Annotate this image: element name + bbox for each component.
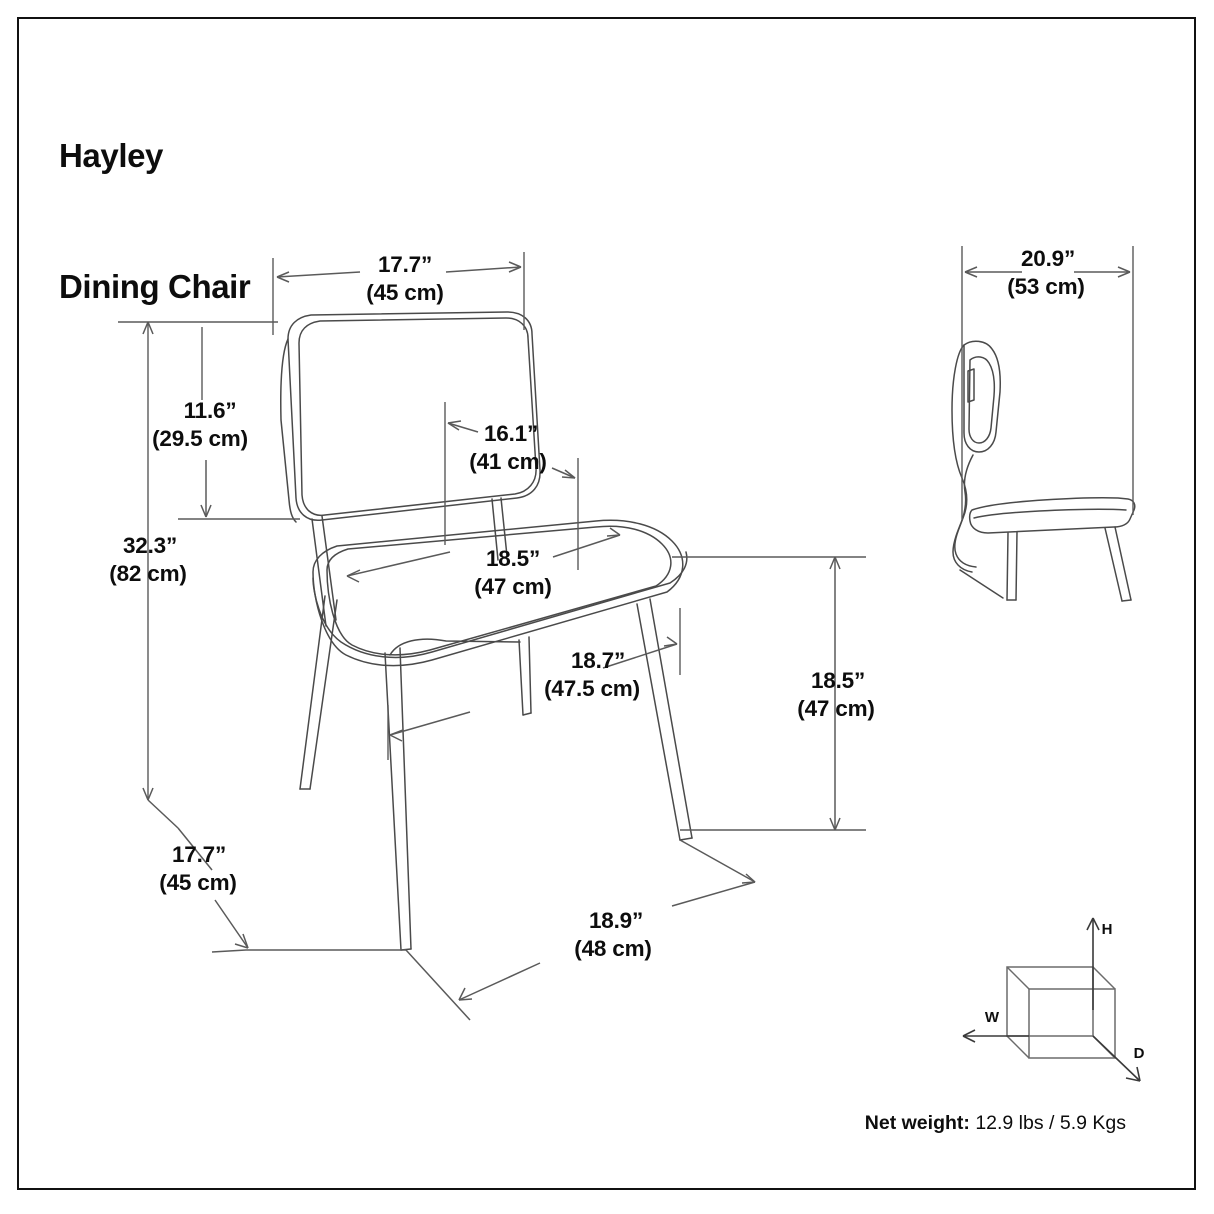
dimension-overall-width: 17.7” (45 cm): [272, 252, 525, 335]
dim-seat-width-imperial: 18.5”: [486, 546, 540, 571]
dim-overall-height-metric: (82 cm): [109, 561, 186, 586]
cube-edge-top-right: [1092, 966, 1116, 990]
leg-front-left: [384, 652, 402, 951]
dim-footprint-depth-metric: (48 cm): [574, 936, 651, 961]
axis-legend-cube: H W D: [962, 917, 1145, 1082]
dim-backrest-height-metric: (29.5 cm): [152, 426, 248, 451]
leg-rear-right: [518, 639, 524, 716]
axis-depth-arrow: [1092, 1035, 1141, 1082]
chair-side-view: [951, 340, 1136, 602]
dim-backrest-height-imperial: 11.6”: [184, 398, 237, 423]
back-support-strut-right: [491, 498, 499, 561]
side-seat-slab-inner: [973, 508, 1127, 519]
side-seat-slab: [968, 497, 1136, 534]
side-leg-rear-inner: [1015, 531, 1018, 601]
dim-backrest-inner-metric: (41 cm): [469, 449, 546, 474]
side-back-frame-inner: [954, 454, 977, 568]
dim-seat-depth-metric: (47.5 cm): [544, 676, 640, 701]
axis-height-arrowhead: [1086, 917, 1100, 931]
backrest-inner-edge: [298, 317, 537, 517]
cube-back-face: [1006, 966, 1094, 1037]
back-support-strut-left-inner: [321, 515, 337, 621]
dimension-seat-depth: 18.7” (47.5 cm): [387, 608, 681, 760]
side-backrest-inner-pad: [968, 356, 996, 444]
axis-depth-arrowhead: [1125, 1066, 1141, 1082]
side-leg-front-foot: [1121, 599, 1132, 602]
dim-footprint-depth-imperial: 18.9”: [589, 908, 643, 933]
cube-edge-top-left: [1006, 966, 1030, 990]
dim-seat-depth-imperial: 18.7”: [571, 648, 625, 673]
dim-side-depth-metric: (53 cm): [1007, 274, 1084, 299]
side-leg-front-inner: [1104, 527, 1123, 602]
cube-edge-bottom-left: [1006, 1035, 1030, 1059]
dimension-backrest-height: 11.6” (29.5 cm): [152, 327, 300, 520]
back-support-strut-right-inner: [500, 497, 508, 557]
page-border-frame: [17, 17, 1196, 1190]
leg-front-right-foot: [679, 837, 693, 841]
dim-overall-width-metric: (45 cm): [366, 280, 443, 305]
axis-depth-label: D: [1134, 1045, 1145, 1062]
dim-seat-width-metric: (47 cm): [474, 574, 551, 599]
side-backrest-outer: [963, 340, 1001, 453]
dim-footprint-width-metric: (45 cm): [159, 870, 236, 895]
leg-front-right-inner: [649, 598, 693, 839]
dim-seat-height-metric: (47 cm): [797, 696, 874, 721]
product-name: Hayley: [59, 136, 164, 174]
seat-underside-apron: [389, 638, 521, 656]
product-category: Dining Chair: [59, 268, 251, 306]
dim-side-depth-imperial: 20.9”: [1021, 246, 1075, 271]
cube-front-face: [1028, 988, 1116, 1059]
leg-rear-left-inner: [309, 599, 338, 790]
leg-rear-right-foot: [522, 712, 532, 716]
net-weight-label: Net weight:: [864, 1112, 970, 1134]
dimension-seat-height: 18.5” (47 cm): [672, 556, 875, 831]
dimension-footprint-width: 17.7” (45 cm): [159, 827, 406, 953]
side-leg-back-lower: [959, 569, 1004, 599]
dimension-overall-height: 32.3” (82 cm): [109, 321, 278, 829]
page-title: Hayley Dining Chair: [59, 46, 251, 397]
backrest-left-spine: [280, 338, 297, 523]
seat-inner-contour: [326, 525, 672, 656]
seat-edge-thickness: [312, 551, 688, 659]
chair-perspective-view: [280, 311, 693, 951]
side-leg-front: [1114, 526, 1132, 601]
dimension-seat-width: 18.5” (47 cm): [346, 527, 621, 599]
dim-footprint-width-imperial: 17.7”: [172, 842, 226, 867]
dim-overall-height-imperial: 32.3”: [123, 533, 177, 558]
dim-overall-width-imperial: 17.7”: [378, 252, 432, 277]
axis-width-arrowhead: [962, 1029, 976, 1043]
leg-front-right: [636, 603, 681, 841]
dimension-side-depth: 20.9” (53 cm): [961, 246, 1134, 520]
dimension-footprint-depth: 18.9” (48 cm): [405, 839, 756, 1021]
backrest-outer-panel: [287, 311, 541, 521]
dimension-backrest-inner-width: 16.1” (41 cm): [444, 402, 579, 570]
axis-width-label: W: [985, 1009, 1000, 1026]
dim-backrest-inner-imperial: 16.1”: [484, 421, 538, 446]
leg-front-left-inner: [399, 647, 412, 950]
leg-rear-right-inner: [528, 636, 532, 714]
net-weight-value: 12.9 lbs / 5.9 Kgs: [975, 1112, 1126, 1134]
axis-height-label: H: [1102, 921, 1113, 938]
leg-rear-left: [299, 595, 326, 790]
dim-seat-height-imperial: 18.5”: [811, 668, 865, 693]
side-back-frame-outer: [951, 344, 973, 573]
net-weight: Net weight: 12.9 lbs / 5.9 Kgs: [865, 1112, 1126, 1135]
side-leg-rear: [1006, 532, 1009, 601]
side-backrest-notch: [967, 368, 975, 403]
